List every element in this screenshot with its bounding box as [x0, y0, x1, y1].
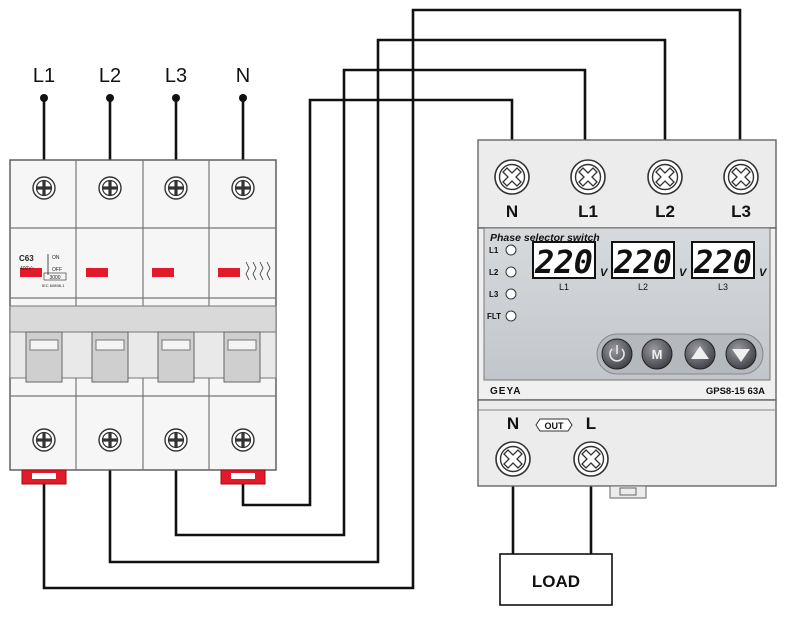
breaker-capacity: 3000: [49, 275, 60, 281]
breaker-voltage: 400V~: [20, 266, 35, 272]
supply-label-l3: L3: [165, 65, 187, 87]
out-terminal-label-n: N: [507, 414, 519, 433]
out-terminal-l: [573, 441, 609, 477]
svg-text:L1: L1: [559, 282, 569, 292]
phase-selector: N L1 L2 L3 Phase selector switch L1 L2 L…: [477, 139, 777, 499]
breaker-standard: IEC 60898-1: [42, 283, 65, 288]
down-button[interactable]: [725, 338, 757, 370]
breaker-off: OFF: [52, 267, 62, 273]
supply-label-l1: L1: [33, 65, 55, 87]
led-l1: [505, 244, 517, 256]
triangle-down-icon: [732, 349, 750, 362]
wire-n: [241, 98, 514, 507]
indicator-label-flt: FLT: [487, 312, 501, 321]
mode-button[interactable]: M: [641, 338, 673, 370]
top-terminal-l3: [723, 159, 759, 195]
brand-logo: GEYA: [490, 386, 521, 397]
load-box: LOAD: [499, 553, 613, 606]
top-terminal-l1: [570, 159, 606, 195]
top-terminal-n: [494, 159, 530, 195]
wire-l3: [174, 68, 587, 537]
model-number: GPS8-15 63A: [706, 386, 765, 397]
out-tag: OUT: [535, 418, 573, 432]
load-label: LOAD: [532, 572, 580, 591]
svg-text:L3: L3: [718, 282, 728, 292]
breaker-symbol-icon: [245, 261, 271, 281]
power-button[interactable]: [601, 338, 633, 370]
svg-text:V: V: [679, 267, 688, 279]
supply-labels: L1 L2 L3 N: [33, 65, 250, 87]
svg-text:220: 220: [534, 243, 593, 281]
indicator-label-l2: L2: [489, 268, 499, 277]
display-l2: 220 V L2: [611, 241, 688, 292]
out-terminal-n: [495, 441, 531, 477]
top-terminal-label-l2: L2: [655, 202, 675, 221]
svg-text:OUT: OUT: [545, 421, 565, 431]
breaker-on: ON: [52, 255, 60, 261]
svg-text:L2: L2: [638, 282, 648, 292]
top-terminal-l2: [647, 159, 683, 195]
breaker-rating: C63: [19, 254, 34, 263]
display-l3: 220 V L3: [691, 241, 768, 292]
svg-text:V: V: [759, 267, 768, 279]
supply-label-n: N: [236, 65, 250, 87]
display-l1: 220 V L1: [532, 241, 609, 292]
out-terminal-label-l: L: [586, 414, 596, 433]
wire-l1: [42, 8, 742, 590]
svg-text:220: 220: [693, 243, 752, 281]
triangle-up-icon: [691, 346, 709, 359]
up-button[interactable]: [684, 338, 716, 370]
mcb-breaker: C63 400V~ ON OFF 3000 IEC 60898-1: [9, 159, 277, 485]
top-terminal-label-n: N: [506, 202, 518, 221]
indicator-label-l1: L1: [489, 246, 499, 255]
svg-text:220: 220: [613, 243, 672, 281]
mode-button-label: M: [652, 347, 663, 362]
wire-l2: [108, 38, 667, 564]
led-l3: [505, 288, 517, 300]
wires: [42, 8, 742, 590]
svg-text:V: V: [600, 267, 609, 279]
led-l2: [505, 266, 517, 278]
top-terminal-label-l1: L1: [578, 202, 598, 221]
led-flt: [505, 310, 517, 322]
power-icon: [609, 345, 625, 362]
supply-label-l2: L2: [99, 65, 121, 87]
top-terminal-label-l3: L3: [731, 202, 751, 221]
supply-dots: [40, 94, 247, 102]
indicator-label-l3: L3: [489, 290, 499, 299]
